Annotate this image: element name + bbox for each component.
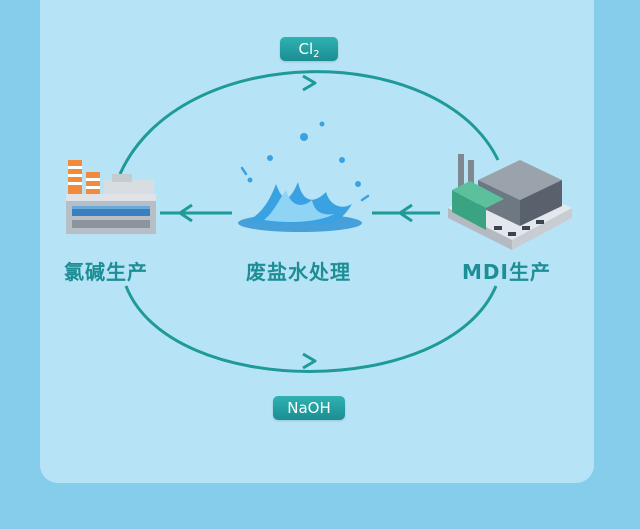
- cl2-symbol: Cl: [298, 40, 314, 58]
- mdi-to-brine-arrow: [372, 203, 440, 223]
- naoh-flow-arc: [124, 285, 498, 373]
- brine-to-chloralkali-arrow: [160, 203, 232, 223]
- mdi-production-label: MDI生产: [462, 260, 551, 284]
- cl2-subscript: 2: [313, 49, 320, 60]
- cl2-arrowhead: [302, 74, 317, 92]
- chlor-alkali-factory-icon: [66, 160, 156, 234]
- cl2-flow-label: Cl2: [280, 37, 338, 61]
- brine-treatment-label: 废盐水处理: [246, 260, 351, 284]
- chlor-alkali-label: 氯碱生产: [64, 260, 148, 284]
- cl2-flow-arc: [118, 70, 500, 175]
- naoh-flow-label: NaOH: [273, 396, 345, 420]
- water-splash-icon: [238, 121, 370, 232]
- mdi-plant-icon: [448, 154, 572, 250]
- naoh-arrowhead: [302, 352, 317, 370]
